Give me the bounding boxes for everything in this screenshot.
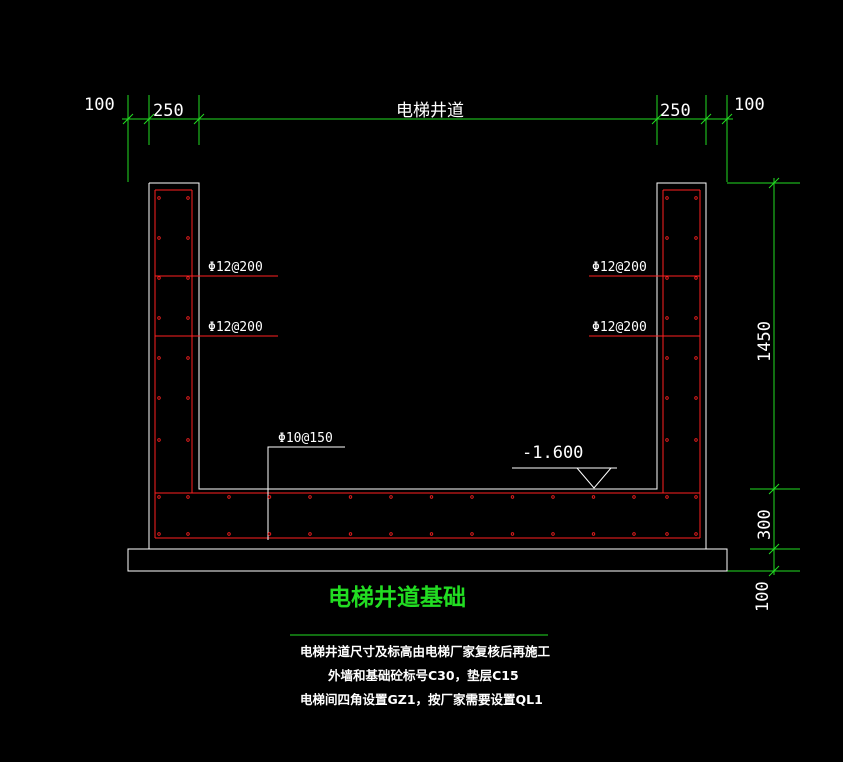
rebar-dot xyxy=(694,196,698,200)
rebar-dot xyxy=(694,356,698,360)
dim-left-wall: 250 xyxy=(153,101,184,121)
rebar-dot xyxy=(551,495,555,499)
rebar-dot xyxy=(186,236,190,240)
top-dimension-group xyxy=(122,95,733,182)
pit-wall-outline xyxy=(148,182,707,550)
rebar-dot xyxy=(694,495,698,499)
rebar-dot xyxy=(157,356,161,360)
rebar-dot xyxy=(470,532,474,536)
rebar-dot xyxy=(186,438,190,442)
rebar-dot xyxy=(694,396,698,400)
drawing-title: 电梯井道基础 xyxy=(328,584,466,611)
note-line-2: 外墙和基础砼标号C30，垫层C15 xyxy=(327,668,519,683)
tick-1 xyxy=(122,113,134,125)
rebar-dot xyxy=(186,396,190,400)
rebar-dot xyxy=(267,532,272,536)
rebar-dot xyxy=(470,495,474,499)
dim-right-wall: 250 xyxy=(660,101,691,121)
base-leader xyxy=(267,446,345,540)
tick-v-2 xyxy=(768,483,780,495)
rebar-dot xyxy=(186,276,190,280)
elevation-marker xyxy=(512,467,617,489)
rebar-dot xyxy=(632,532,636,536)
rebar-dot xyxy=(157,438,161,442)
tick-4 xyxy=(651,113,663,125)
tick-5 xyxy=(700,113,712,125)
rebar-dot xyxy=(186,356,190,360)
rebar-dot xyxy=(308,495,312,499)
rebar-dot xyxy=(389,532,393,536)
note-line-1: 电梯井道尺寸及标高由电梯厂家复核后再施工 xyxy=(300,644,551,659)
rebar-dot xyxy=(186,532,190,536)
rebar-dot xyxy=(429,495,434,499)
rebar-dot xyxy=(665,196,669,200)
rebar-dot xyxy=(227,532,231,536)
tick-3 xyxy=(193,113,205,125)
rebar-label-right-upper: Φ12@200 xyxy=(592,260,647,275)
rebar-dot xyxy=(694,276,698,280)
rebar-dot xyxy=(157,532,161,536)
rebar-dot xyxy=(389,495,393,499)
rebar-dot xyxy=(665,396,669,400)
rebar-dot xyxy=(665,236,669,240)
rebar-dots xyxy=(157,196,698,536)
rebar-dot xyxy=(665,438,669,442)
rebar-label-left-lower: Φ12@200 xyxy=(208,320,263,335)
rebar-dot xyxy=(157,495,161,499)
rebar-dot xyxy=(510,495,515,499)
pit-outline xyxy=(127,182,728,572)
rebar-dot xyxy=(665,495,669,499)
rebar-dot xyxy=(694,438,698,442)
dim-cushion: 100 xyxy=(753,581,773,612)
rebar-dot xyxy=(267,495,272,499)
note-line-3: 电梯间四角设置GZ1，按厂家需要设置QL1 xyxy=(300,692,543,707)
rebar-label-left-upper: Φ12@200 xyxy=(208,260,263,275)
rebar-label-base: Φ10@150 xyxy=(278,431,333,446)
dim-wall-height: 1450 xyxy=(755,321,775,362)
rebar-dot xyxy=(186,316,190,320)
rebar-dot xyxy=(157,236,161,240)
rebar-dot xyxy=(551,532,555,536)
rebar-dot xyxy=(186,495,190,499)
rebar-dot xyxy=(591,495,596,499)
rebar-dot xyxy=(348,495,353,499)
rebar-dot xyxy=(348,532,353,536)
rebar-dot xyxy=(227,495,231,499)
rebar-dot xyxy=(665,276,669,280)
elevation-value: -1.600 xyxy=(522,443,583,463)
rebar-dot xyxy=(510,532,515,536)
rebar-dot xyxy=(157,276,161,280)
tick-6 xyxy=(721,113,733,125)
rebar-dot xyxy=(157,396,161,400)
tick-v-3 xyxy=(768,543,780,555)
rebar-dot xyxy=(694,532,698,536)
dim-shaft-label: 电梯井道 xyxy=(396,101,464,121)
rebar-group xyxy=(154,189,701,539)
dim-left-offset: 100 xyxy=(84,95,115,115)
tick-2 xyxy=(143,113,155,125)
elevation-triangle xyxy=(576,467,612,489)
rebar-dot xyxy=(694,236,698,240)
rebar-dot xyxy=(665,532,669,536)
dim-base-thickness: 300 xyxy=(755,509,775,540)
rebar-dot xyxy=(694,316,698,320)
rebar-dot xyxy=(157,316,161,320)
rebar-dot xyxy=(665,316,669,320)
right-dimension-group xyxy=(727,177,800,577)
rebar-label-right-lower: Φ12@200 xyxy=(592,320,647,335)
dim-right-offset: 100 xyxy=(734,95,765,115)
rebar-dot xyxy=(186,196,190,200)
rebar-dot xyxy=(665,356,669,360)
rebar-dot xyxy=(157,196,161,200)
tick-v-1 xyxy=(768,177,780,189)
rebar-dot xyxy=(632,495,636,499)
rebar-dot xyxy=(308,532,312,536)
tick-v-4 xyxy=(768,565,780,577)
rebar-dot xyxy=(591,532,596,536)
leader-base xyxy=(267,446,345,540)
rebar-dot xyxy=(429,532,434,536)
cushion-layer xyxy=(127,548,728,572)
